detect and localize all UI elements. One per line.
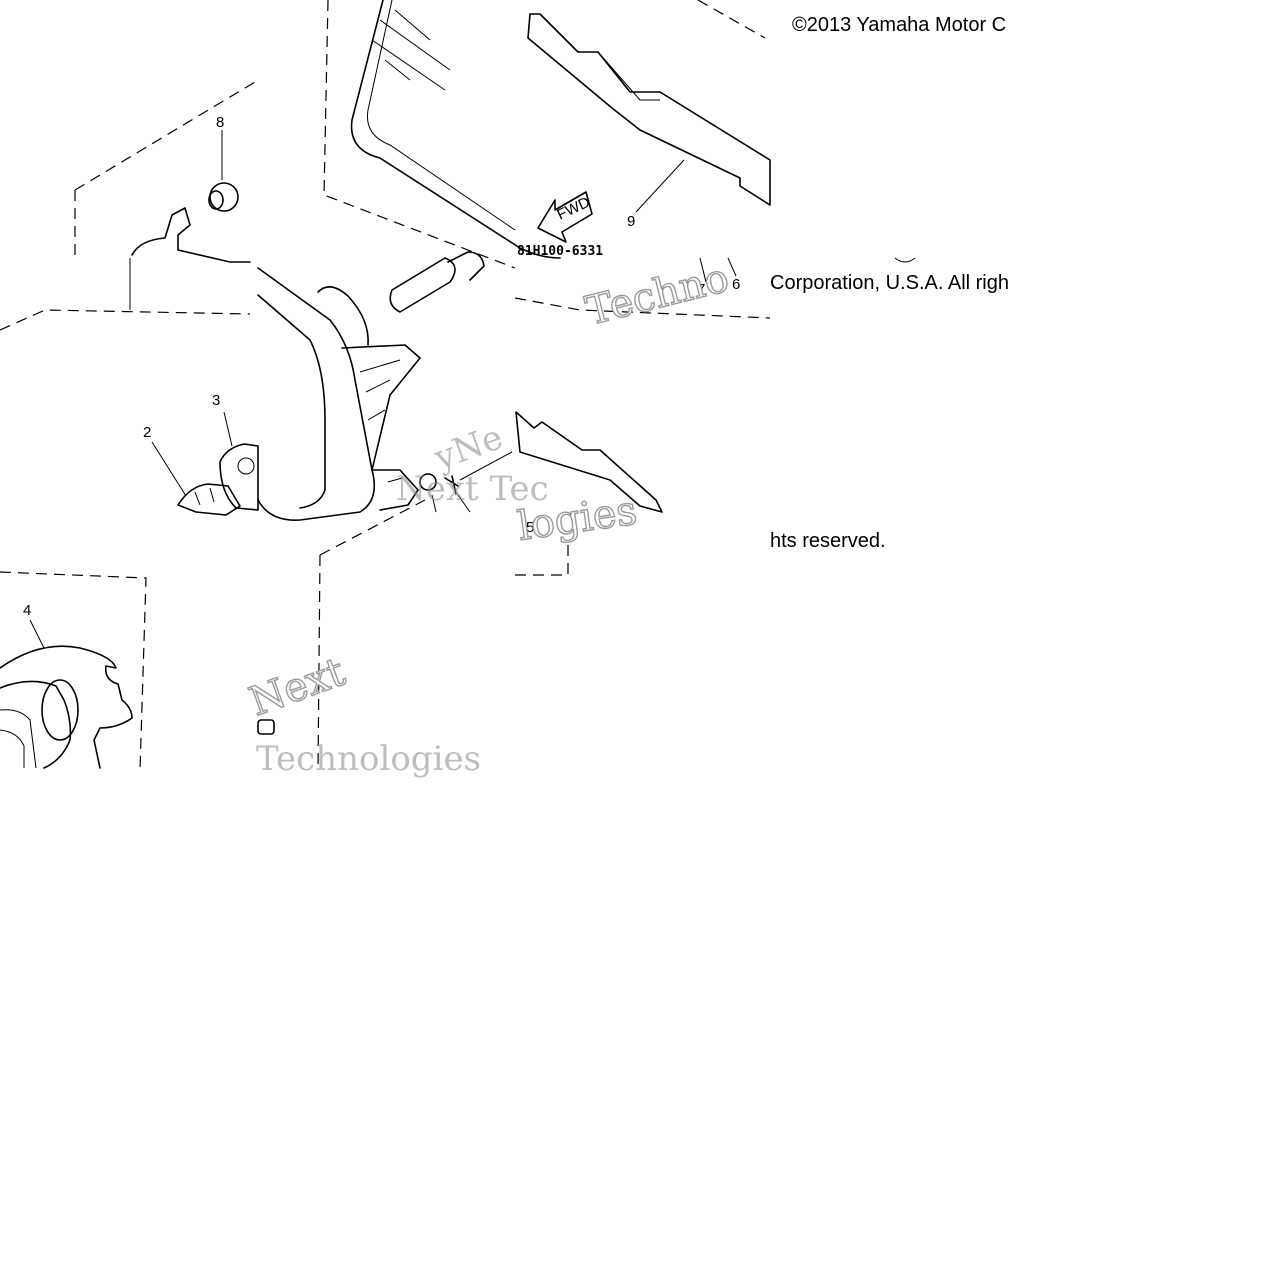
part-9-trim-strip	[527, 13, 771, 213]
part-2-socket	[151, 441, 241, 516]
headlight-lens	[323, 0, 561, 269]
part-4-rubber-boot	[0, 571, 147, 771]
callout-4: 4	[23, 602, 31, 619]
upper-left-region	[0, 81, 256, 331]
watermark-technologies: Technologies	[256, 739, 481, 779]
copyright-line-3: hts reserved.	[770, 530, 886, 552]
part-3-bulb	[219, 411, 259, 511]
watermark-techno: Techno	[581, 255, 733, 335]
fwd-arrow: FWD	[537, 191, 593, 243]
diagram-part-number: 81H100-6331	[517, 244, 603, 259]
copyright-line-1: ©2013 Yamaha Motor C	[792, 14, 1007, 36]
callout-8: 8	[216, 114, 224, 131]
callout-2: 2	[143, 424, 151, 441]
watermark-next: Next	[244, 649, 351, 726]
svg-text:FWD: FWD	[555, 194, 593, 224]
nut	[257, 719, 275, 735]
lower-trim-strip	[515, 411, 663, 576]
callout-3: 3	[212, 392, 220, 409]
callout-9: 9	[627, 213, 635, 230]
watermark-next-tec: Next Tec	[396, 469, 549, 509]
callout-5: 5	[526, 519, 534, 536]
copyright-line-2: Corporation, U.S.A. All righ	[770, 272, 1009, 294]
part-7-bulb	[389, 251, 916, 313]
headlight-housing	[257, 267, 421, 521]
callout-7: 7	[697, 281, 705, 298]
part-8-grommet	[208, 182, 239, 212]
callout-6: 6	[732, 276, 740, 293]
adjuster-screw	[419, 451, 513, 513]
